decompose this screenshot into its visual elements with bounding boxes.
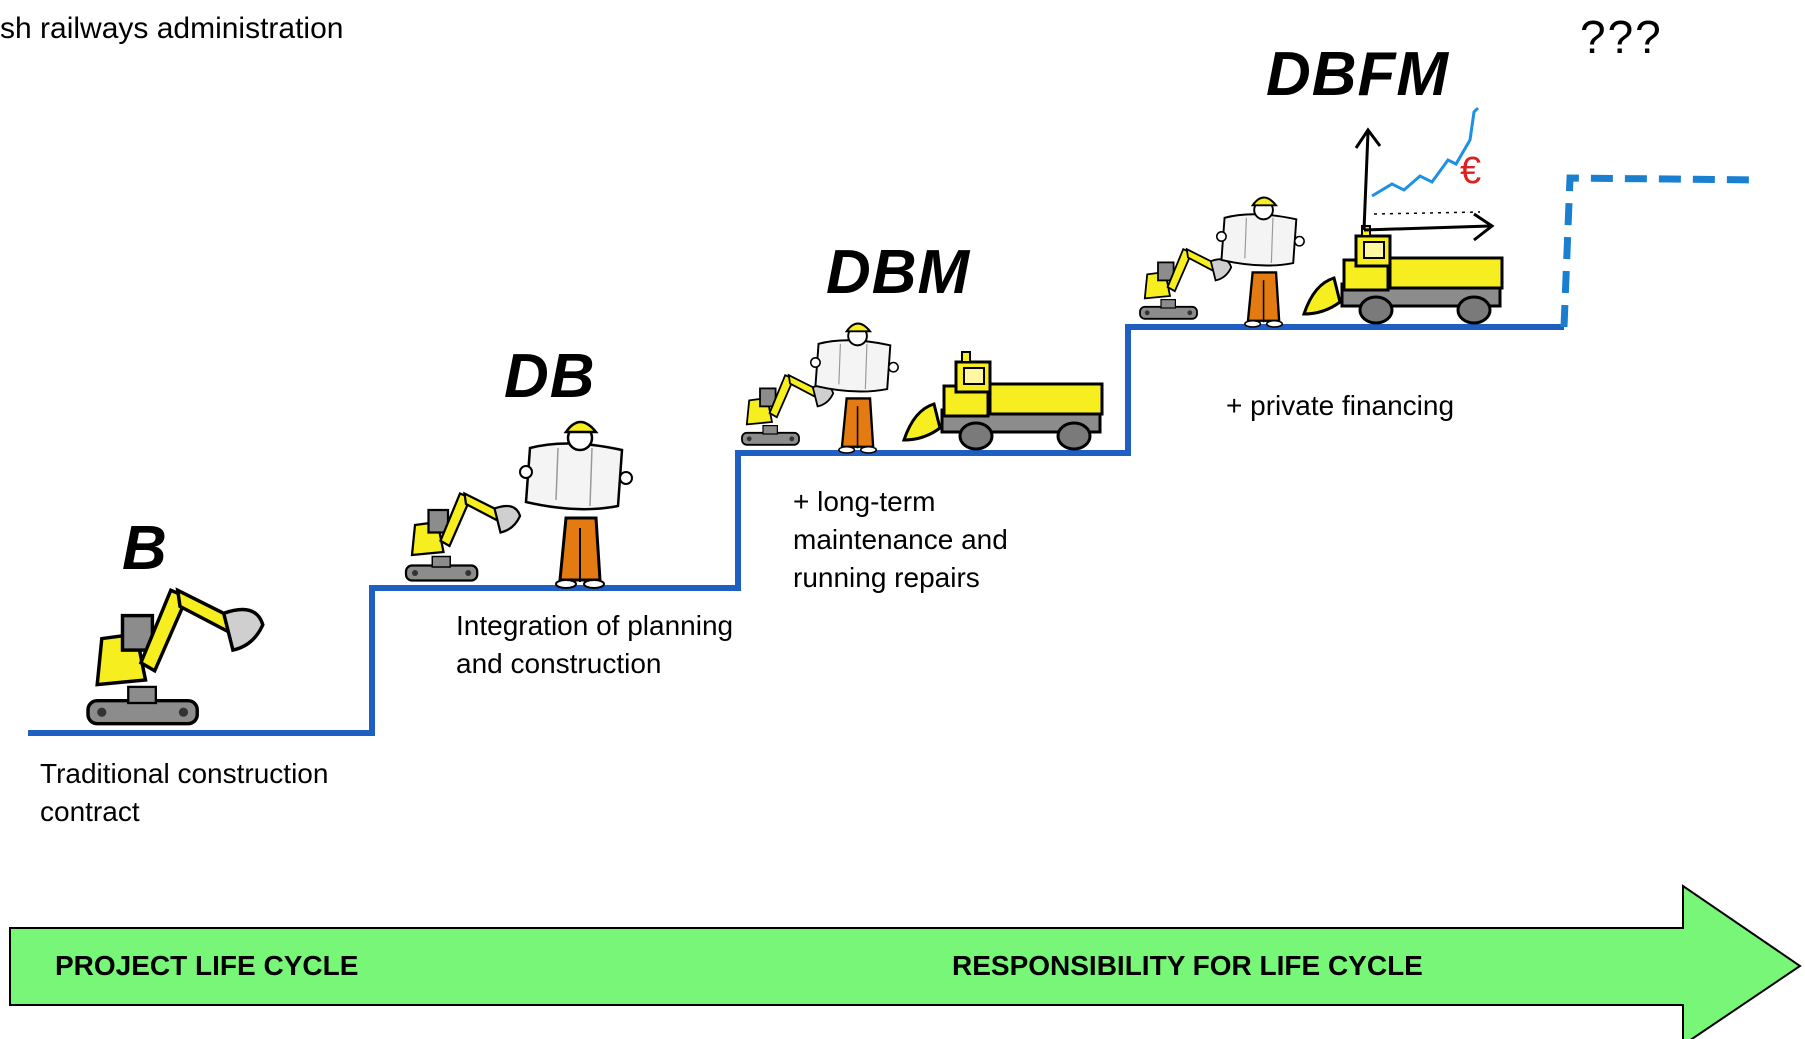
truck-dbfm-illustration [1302,224,1504,325]
caption-line: + private financing [1226,390,1455,421]
worker-dbfm-illustration [1215,196,1306,329]
arrow-label-project-life-cycle: PROJECT LIFE CYCLE [55,950,359,981]
question-marks: ??? [1580,11,1663,63]
arrow-label-responsibility: RESPONSIBILITY FOR LIFE CYCLE [952,950,1423,981]
life-cycle-arrow [9,884,1802,1039]
stage-caption-dbm: + long-term maintenance and running repa… [793,483,1008,597]
euro-symbol: € [1460,150,1482,192]
responsibility-staircase [28,324,1564,736]
excavator-db-illustration [404,492,522,582]
stage-label-db: DB [504,342,596,411]
worker-db-illustration [518,420,634,590]
excavator-b-illustration [86,588,265,726]
caption-line: Traditional construction [40,758,329,789]
stage-caption-dbfm: + private financing [1226,387,1454,425]
stage-label-dbm: DBM [826,238,971,307]
worker-dbm-illustration [809,322,900,455]
financing-chart-icon [1354,106,1495,242]
caption-line: + long-term [793,486,936,517]
header-title: sh railways administration [0,12,344,45]
caption-line: contract [40,796,140,827]
stage-caption-b: Traditional construction contract [40,755,328,831]
truck-dbm-illustration [902,350,1104,451]
stage-label-dbfm: DBFM [1266,40,1450,109]
caption-line: running repairs [793,562,980,593]
stage-label-b: B [122,514,168,583]
stage-caption-db: Integration of planning and construction [456,607,733,683]
caption-line: maintenance and [793,524,1008,555]
excavator-dbfm-illustration [1139,248,1233,320]
caption-line: Integration of planning [456,610,734,641]
caption-line: and construction [456,648,662,679]
future-step-dashed [1560,174,1761,328]
